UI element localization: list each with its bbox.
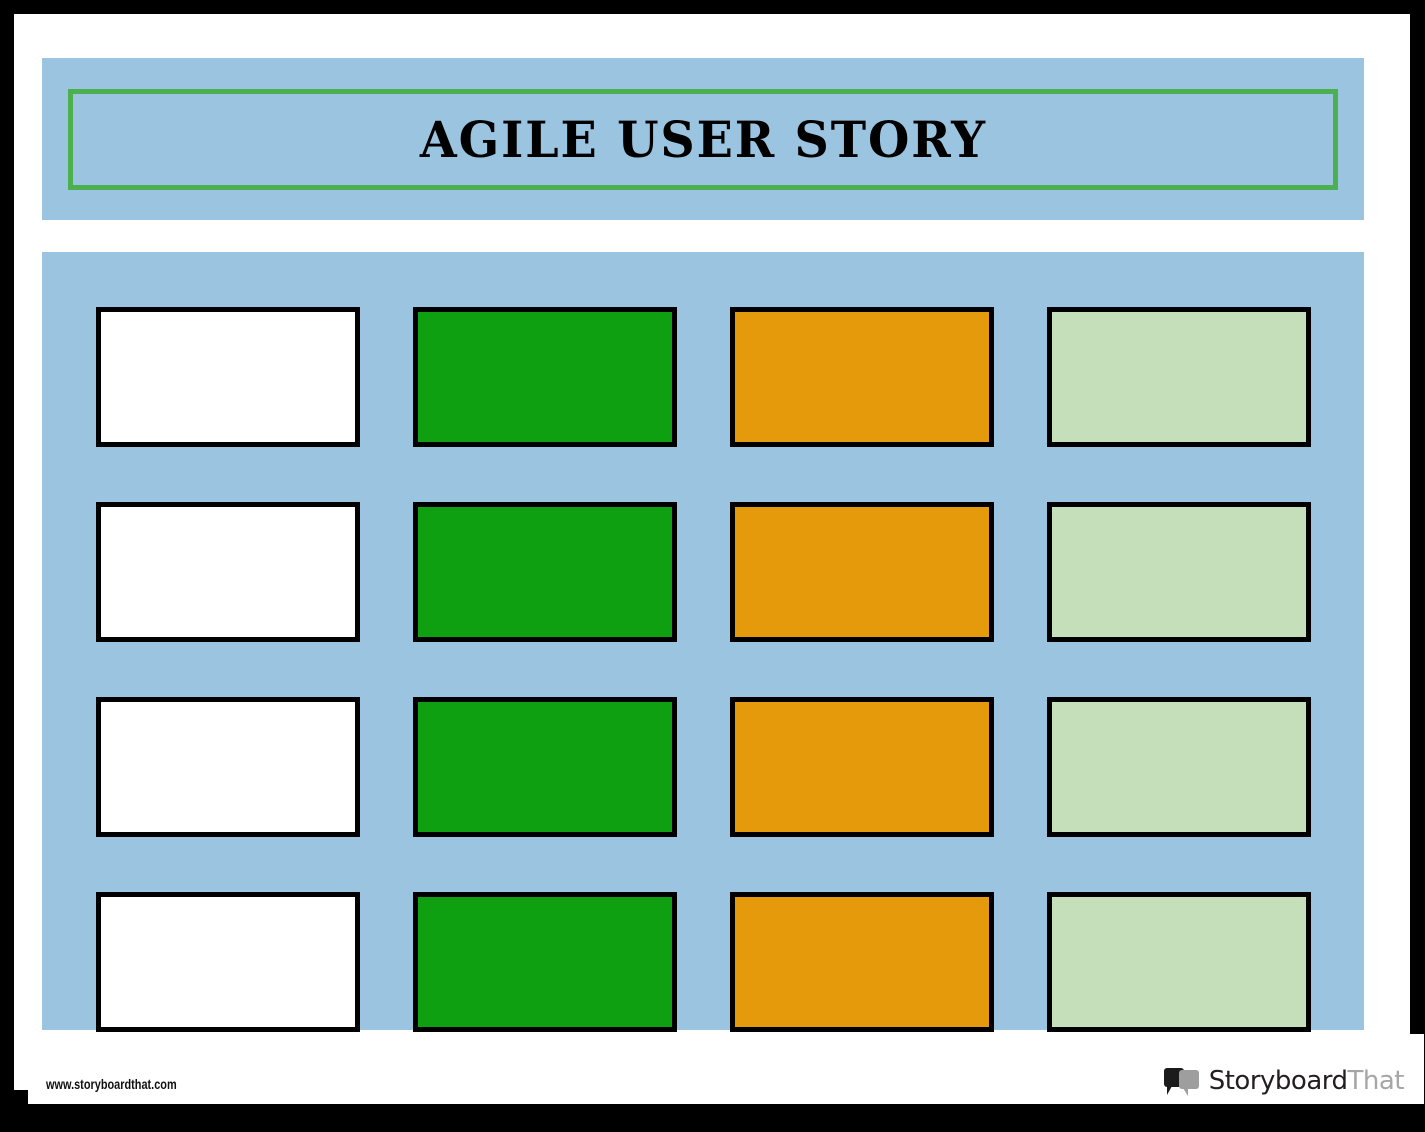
- page-title: AGILE USER STORY: [419, 109, 987, 169]
- footer: www.storyboardthat.com StoryboardThat: [28, 1034, 1424, 1104]
- story-card[interactable]: [96, 502, 360, 642]
- story-card[interactable]: [1047, 502, 1311, 642]
- story-card[interactable]: [730, 502, 994, 642]
- title-accent-box: AGILE USER STORY: [68, 89, 1338, 190]
- story-card[interactable]: [413, 307, 677, 447]
- speech-bubbles-icon: [1163, 1066, 1200, 1096]
- story-card[interactable]: [96, 307, 360, 447]
- board-panel: [42, 252, 1364, 1032]
- story-card[interactable]: [413, 697, 677, 837]
- speech-bubble-front-icon: [1178, 1070, 1199, 1096]
- story-card[interactable]: [730, 697, 994, 837]
- logo-word-that: That: [1347, 1066, 1405, 1096]
- card-grid: [96, 307, 1312, 1032]
- title-panel: AGILE USER STORY: [42, 58, 1364, 220]
- poster-canvas: AGILE USER STORY www.storyboardthat.com …: [14, 14, 1424, 1104]
- logo-wordmark: StoryboardThat: [1208, 1066, 1405, 1096]
- story-card[interactable]: [1047, 892, 1311, 1032]
- story-card[interactable]: [96, 697, 360, 837]
- story-card[interactable]: [730, 307, 994, 447]
- story-card[interactable]: [413, 892, 677, 1032]
- story-card[interactable]: [413, 502, 677, 642]
- storyboardthat-logo[interactable]: StoryboardThat: [1163, 1064, 1405, 1098]
- footer-website-url[interactable]: www.storyboardthat.com: [46, 1076, 177, 1092]
- story-card[interactable]: [730, 892, 994, 1032]
- story-card[interactable]: [1047, 697, 1311, 837]
- story-card[interactable]: [96, 892, 360, 1032]
- story-card[interactable]: [1047, 307, 1311, 447]
- logo-word-storyboard: Storyboard: [1208, 1066, 1348, 1096]
